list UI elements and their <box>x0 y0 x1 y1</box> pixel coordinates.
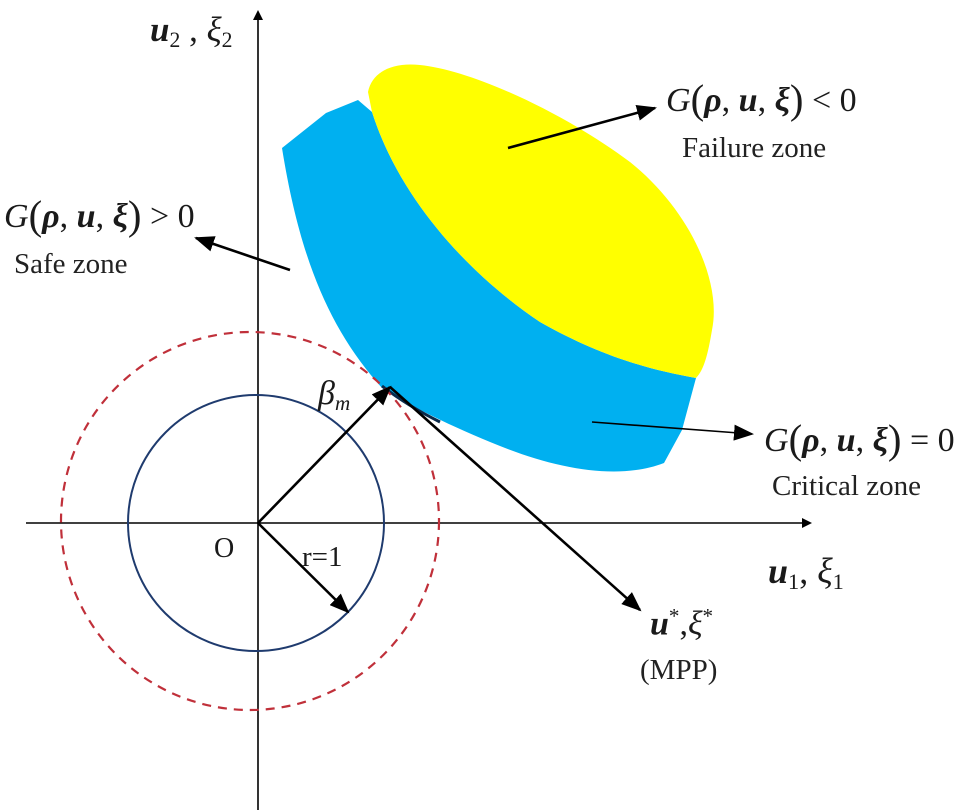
critical-g: G <box>764 421 789 459</box>
critical-zone-region <box>282 100 696 472</box>
safe-open: ( <box>28 193 43 238</box>
failure-rho: ρ <box>704 81 722 119</box>
y-label-sub-1: 2 <box>169 28 181 53</box>
safe-relation: > 0 <box>141 197 195 235</box>
critical-zone-equation: G(ρ, u, ξ) = 0 <box>764 417 955 462</box>
safe-arrow <box>194 236 291 272</box>
x-label-sub-2: 1 <box>832 569 844 595</box>
failure-open: ( <box>690 77 705 122</box>
safe-zone-name: Safe zone <box>14 248 128 280</box>
safe-xi: ξ <box>112 197 128 235</box>
mpp-arrow <box>389 386 642 612</box>
mpp-xi: ξ <box>687 605 703 643</box>
unit-radius-label: r=1 <box>302 541 343 573</box>
safe-c2: , <box>95 197 113 235</box>
beta-arrow <box>257 385 392 524</box>
unit-circle <box>127 394 385 652</box>
failure-zone-region <box>368 64 714 378</box>
beta-symbol: β <box>318 375 335 412</box>
safe-g: G <box>4 197 29 235</box>
mpp-name: (MPP) <box>640 654 718 686</box>
safe-c1: , <box>59 197 77 235</box>
critical-xi: ξ <box>872 421 888 459</box>
unit-radius-arrow <box>257 522 350 614</box>
y-label-u: u <box>150 10 170 49</box>
y-label-sub-2: 2 <box>221 28 233 53</box>
critical-relation: = 0 <box>901 421 955 459</box>
y-axis-label: u2 , ξ2 <box>150 12 232 52</box>
beta-dashed-circle <box>59 330 441 712</box>
mpp-u: u <box>650 605 669 643</box>
critical-c2: , <box>855 421 873 459</box>
critical-rho: ρ <box>802 421 820 459</box>
y-label-xi: ξ <box>206 10 222 49</box>
failure-zone-equation: G(ρ, u, ξ) < 0 <box>666 77 857 122</box>
x-label-sep: , <box>799 551 818 591</box>
beta-sub: m <box>334 390 351 415</box>
failure-arrow <box>507 105 657 150</box>
mpp-star-2: * <box>702 604 714 628</box>
x-label-sub-1: 1 <box>788 569 800 595</box>
x-axis-label: u1, ξ1 <box>768 553 844 594</box>
safe-rho: ρ <box>42 197 60 235</box>
critical-zone-name: Critical zone <box>772 470 921 502</box>
critical-close: ) <box>887 417 902 462</box>
x-label-xi: ξ <box>817 551 833 591</box>
failure-u: u <box>738 81 758 119</box>
critical-c1: , <box>819 421 837 459</box>
mpp-sep: , <box>679 605 688 643</box>
failure-zone-name: Failure zone <box>682 132 827 164</box>
failure-close: ) <box>789 77 804 122</box>
safe-zone-equation: G(ρ, u, ξ) > 0 <box>4 193 195 238</box>
x-label-u: u <box>768 551 789 591</box>
beta-label: βm <box>318 377 350 414</box>
failure-xi: ξ <box>774 81 790 119</box>
mpp-star-1: * <box>668 604 680 628</box>
origin-label: O <box>214 533 235 564</box>
critical-u: u <box>836 421 856 459</box>
safe-close: ) <box>127 193 142 238</box>
y-label-sep: , <box>180 10 207 49</box>
mpp-symbol: u*,ξ* <box>650 604 714 643</box>
critical-arrow <box>591 421 754 441</box>
critical-open: ( <box>788 417 803 462</box>
failure-c1: , <box>721 81 739 119</box>
failure-relation: < 0 <box>803 81 857 119</box>
safe-u: u <box>76 197 96 235</box>
failure-g: G <box>666 81 691 119</box>
failure-c2: , <box>757 81 775 119</box>
